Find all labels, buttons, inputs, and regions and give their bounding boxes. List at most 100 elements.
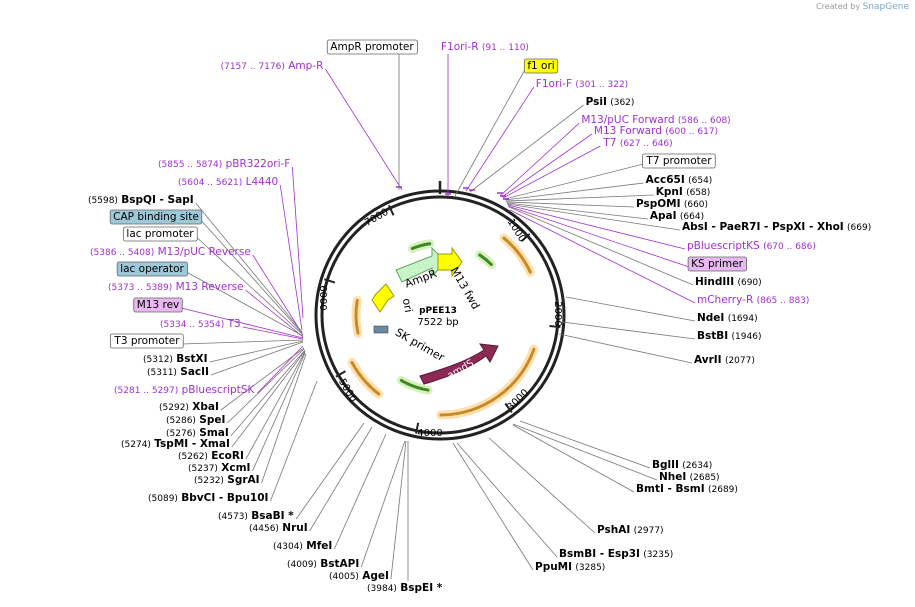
label-name-m13-forward-7: M13 Forward [594,125,662,137]
label-apai-13[interactable]: ApaI (664) [650,210,704,222]
tick-label-4000: 4000 [417,428,442,439]
label-name-nhei-23: NheI [659,471,686,483]
label-bstbi-20[interactable]: BstBI (1946) [697,330,761,342]
label-pbr322ori-f-28[interactable]: (5855 .. 5874) pBR322ori-F [158,158,290,170]
label-position-xbai-42: (5292) [159,403,189,413]
label-bsmbi-esp3i-26[interactable]: BsmBI - Esp3I (3235) [559,548,673,560]
label-f1ori-r-1[interactable]: F1ori-R (91 .. 110) [441,41,529,53]
label-name-bspqi-sapi-30: BspQI - SapI [121,194,193,206]
label-pspomi-12[interactable]: PspOMI (660) [636,198,708,210]
leader-line-t7-8 [502,145,601,199]
leader-line-f1-ori-2 [454,68,526,197]
label-hindiii-17[interactable]: HindIII (690) [695,276,762,288]
label-position-sgrai-48: (5232) [194,476,224,486]
label-acc65i-10[interactable]: Acc65I (654) [646,174,713,186]
leader-line-sacii-40 [210,341,304,376]
label-name-ndei-19: NdeI [697,312,724,324]
label-bstxi-39[interactable]: (5312) BstXI [143,353,208,365]
label-mcherry-r-18[interactable]: mCherry-R (865 .. 883) [697,294,809,306]
label-pshai-25[interactable]: PshAI (2977) [597,524,664,536]
label-name-psii-5: PsiI [586,96,607,108]
label-position-bspei-55: (3984) [367,584,397,594]
label-bmti-bsmi-24[interactable]: BmtI - BsmI (2689) [636,483,738,495]
label-name-m13-puc-reverse-33: M13/pUC Reverse [158,246,251,258]
label-name-kpni-11: KpnI [656,186,683,198]
leader-line-bsabi-50 [295,422,365,520]
label-pbluescriptsk-41[interactable]: (5281 .. 5297) pBluescriptSK [114,384,255,396]
label-spei-43[interactable]: (5286) SpeI [166,414,225,426]
label-pbluescriptks-15[interactable]: pBluescriptKS (670 .. 686) [687,240,816,252]
label-name-mfei-52: MfeI [306,540,332,552]
label-name-ampr-promoter-0: AmpR promoter [330,41,414,53]
label-agei-54[interactable]: (4005) AgeI [329,570,389,582]
leader-line-acc65i-10 [504,182,644,201]
leader-line-ecori-46 [245,351,306,460]
label-position-avrii-21: (2077) [725,356,755,366]
leader-line-bglii-22 [519,420,651,469]
label-box-t7-promoter-9 [642,153,716,169]
label-kpni-11[interactable]: KpnI (658) [656,186,711,198]
label-absi-paer7i-pspxi-xhoi-14[interactable]: AbsI - PaeR7I - PspXI - XhoI (669) [682,221,871,233]
label-lac-operator-34[interactable]: lac operator [120,263,184,275]
label-box-ampr-promoter-0 [326,39,418,55]
label-f1ori-f-4[interactable]: F1ori-F (301 .. 322) [536,78,628,90]
plasmid-name: pPEE13 [419,306,457,316]
label-mfei-52[interactable]: (4304) MfeI [273,540,332,552]
tick-label-2000: 2000 [552,301,563,326]
label-t7-8[interactable]: T7 (627 .. 646) [602,137,672,149]
label-xbai-42[interactable]: (5292) XbaI [159,401,219,413]
label-m13-rev-36[interactable]: M13 rev [137,299,180,311]
label-t3-37[interactable]: (5334 .. 5354) T3 [160,318,241,330]
label-name-sgrai-48: SgrAI [227,474,259,486]
label-m13-forward-7[interactable]: M13 Forward (600 .. 617) [594,125,718,137]
label-sacii-40[interactable]: (5311) SacII [147,366,209,378]
label-name-bstbi-20: BstBI [697,330,728,342]
label-m13-puc-forward-6[interactable]: M13/pUC Forward (586 .. 608) [581,114,730,126]
label-lac-promoter-32[interactable]: lac promoter [126,228,194,240]
label-ndei-19[interactable]: NdeI (1694) [697,312,758,324]
label-tspmi-xmai-45[interactable]: (5274) TspMI - XmaI [121,438,230,450]
label-bstapi-53[interactable]: (4009) BstAPI [287,558,359,570]
label-nhei-23[interactable]: NheI (2685) [659,471,720,483]
leader-line-lac-promoter-32 [196,236,303,335]
label-position-f1ori-r-1: (91 .. 110) [482,43,529,53]
label-name-cap-binding-site-31: CAP binding site [113,211,199,223]
label-f1-ori-2[interactable]: f1 ori [527,60,554,72]
label-position-agei-54: (4005) [329,572,359,582]
label-ks-primer-16[interactable]: KS primer [691,258,743,270]
label-ampr-promoter-0[interactable]: AmpR promoter [330,41,414,53]
label-name-m13-puc-forward-6: M13/pUC Forward [581,114,674,126]
label-box-lac-promoter-32 [123,226,198,242]
label-avrii-21[interactable]: AvrII (2077) [694,354,755,366]
label-bsabi-50[interactable]: (4573) BsaBI * [218,510,294,522]
label-bglii-22[interactable]: BglII (2634) [652,459,712,471]
label-name-ecori-46: EcoRI [211,450,244,462]
label-psii-5[interactable]: PsiI (362) [586,96,635,108]
label-amp-r-3[interactable]: (7157 .. 7176) Amp-R [221,60,324,72]
label-cap-binding-site-31[interactable]: CAP binding site [113,211,199,223]
label-t3-promoter-38[interactable]: T3 promoter [113,335,180,347]
label-box-ks-primer-16 [687,256,747,272]
label-smai-44[interactable]: (5276) SmaI [166,427,229,439]
label-sgrai-48[interactable]: (5232) SgrAI [194,474,260,486]
label-name-absi-paer7i-pspxi-xhoi-14: AbsI - PaeR7I - PspXI - XhoI [682,221,844,233]
label-ppumi-27[interactable]: PpuMI (3285) [535,561,605,573]
label-m13-puc-reverse-33[interactable]: (5386 .. 5408) M13/pUC Reverse [90,246,251,258]
label-nrui-51[interactable]: (4456) NruI [249,522,308,534]
label-xcmi-47[interactable]: (5237) XcmI [188,462,250,474]
label-position-absi-paer7i-pspxi-xhoi-14: (669) [847,223,871,233]
label-bbvci-bpu10i-49[interactable]: (5089) BbvCI - Bpu10I [148,492,268,504]
label-ecori-46[interactable]: (5262) EcoRI [178,450,244,462]
leader-line-m13-forward-7 [501,133,593,198]
label-m13-reverse-35[interactable]: (5373 .. 5389) M13 Reverse [108,281,244,293]
label-name-m13-reverse-35: M13 Reverse [176,281,244,293]
label-position-l4440-29: (5604 .. 5621) [178,178,242,188]
label-name-nrui-51: NruI [282,522,307,534]
leader-line-nhei-23 [512,423,658,481]
label-t7-promoter-9[interactable]: T7 promoter [645,155,712,167]
label-l4440-29[interactable]: (5604 .. 5621) L4440 [178,176,278,188]
label-position-apai-13: (664) [680,212,704,222]
label-bspei-55[interactable]: (3984) BspEI * [367,582,443,594]
leader-line-psii-5 [469,104,584,193]
label-bspqi-sapi-30[interactable]: (5598) BspQI - SapI [88,194,194,206]
